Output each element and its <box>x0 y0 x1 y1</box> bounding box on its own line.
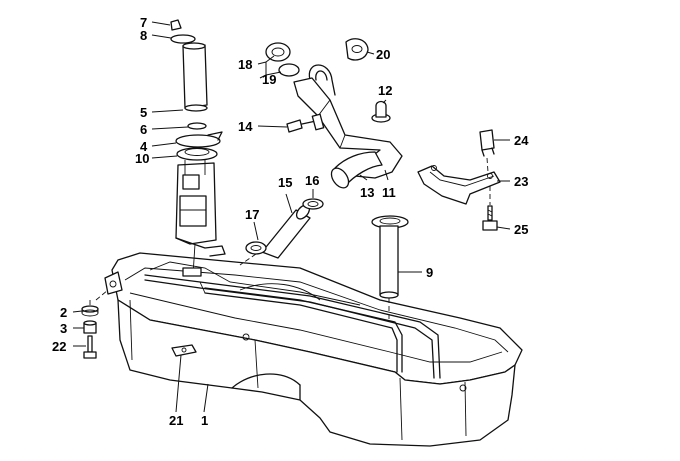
part-label-13: 13 <box>360 185 374 200</box>
part-label-16: 16 <box>305 173 319 188</box>
fuel-lines <box>144 274 441 379</box>
part-label-18: 18 <box>238 57 252 72</box>
leader-lines <box>72 21 511 413</box>
part-label-22: 22 <box>52 339 66 354</box>
grommet-12 <box>371 100 391 123</box>
part-label-17: 17 <box>245 207 259 222</box>
part-label-11: 11 <box>382 185 396 200</box>
part-label-8: 8 <box>140 28 147 43</box>
part-label-4: 4 <box>140 139 148 154</box>
part-label-10: 10 <box>135 151 149 166</box>
part-label-15: 15 <box>278 175 292 190</box>
part-label-24: 24 <box>514 133 529 148</box>
mounting-bracket <box>417 129 501 231</box>
mount-hardware <box>81 289 109 359</box>
part-label-6: 6 <box>140 122 147 137</box>
part-label-9: 9 <box>426 265 433 280</box>
part-label-20: 20 <box>376 47 390 62</box>
level-sender-tube <box>371 215 409 322</box>
part-label-23: 23 <box>514 174 528 189</box>
part-label-1: 1 <box>201 413 208 428</box>
breather-hose <box>239 198 324 266</box>
part-label-7: 7 <box>140 15 147 30</box>
part-label-12: 12 <box>378 83 392 98</box>
part-label-21: 21 <box>169 413 183 428</box>
part-label-19: 19 <box>262 72 276 87</box>
fuel-tank <box>104 252 523 447</box>
part-label-2: 2 <box>60 305 67 320</box>
part-label-14: 14 <box>238 119 253 134</box>
part-label-25: 25 <box>514 222 528 237</box>
part-labels: 7 8 5 6 4 10 18 19 20 12 14 24 15 16 13 … <box>52 15 529 428</box>
part-label-5: 5 <box>140 105 147 120</box>
fuel-pump-sender-unit <box>170 19 226 277</box>
part-label-3: 3 <box>60 321 67 336</box>
filler-neck-assembly <box>265 38 403 189</box>
